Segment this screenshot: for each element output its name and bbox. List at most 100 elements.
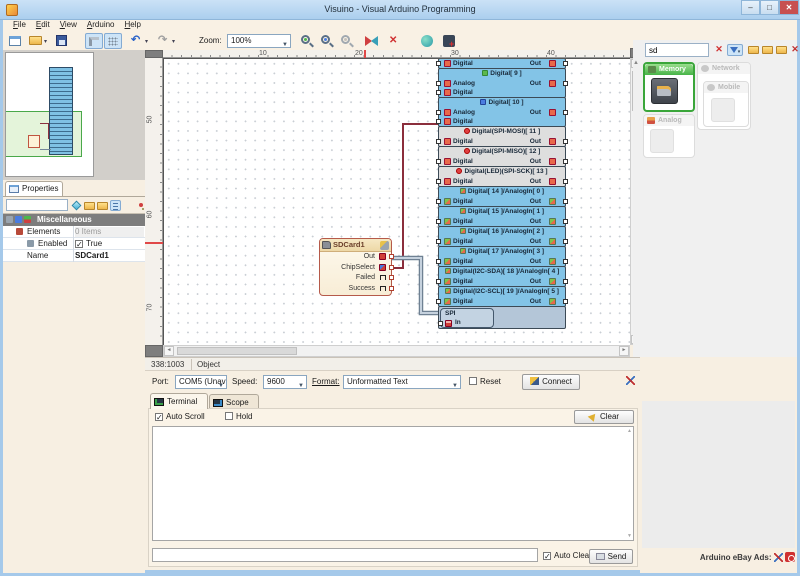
sdcard-pin-connector[interactable] [389,275,394,280]
view-list-toggle[interactable] [110,200,121,211]
close-button[interactable]: ✕ [779,0,799,15]
tab-terminal[interactable]: Terminal [150,393,208,409]
wire-chipselect-to-digital10[interactable] [392,123,438,269]
pin-connector-right[interactable] [563,81,568,86]
property-value[interactable]: SDCard1 [75,251,109,260]
ads-settings-icon[interactable] [773,553,783,562]
autoscroll-checkbox[interactable]: ✓ [155,413,163,422]
pin-connector-left[interactable] [436,61,441,66]
pin-connector-left[interactable] [436,90,441,95]
pin-connector-right[interactable] [563,219,568,224]
category-folder-icon-2[interactable] [761,44,773,56]
pin-connector-right[interactable] [563,279,568,284]
send-input[interactable] [152,548,538,562]
pin-connector-left[interactable] [436,81,441,86]
pin-connector-right[interactable] [563,179,568,184]
category-analog-header[interactable]: Analog [644,115,694,126]
open-project-button[interactable]: ▾ [27,33,51,49]
zoom-combobox[interactable]: 100%▼ [227,34,291,48]
terminal-scroll-up[interactable]: ▲ [627,428,632,434]
undo-button[interactable]: ↶▾ [129,33,153,49]
canvas-horizontal-scrollbar[interactable]: ◄ ► [163,345,630,357]
palette-scroll-up-arrow[interactable]: ▲ [633,60,639,66]
pin-connector-left[interactable] [436,139,441,144]
pin-connector-right[interactable] [563,61,568,66]
clear-search-icon[interactable]: ✕ [715,44,723,54]
pin-connector-left[interactable] [436,279,441,284]
undo-dropdown-arrow[interactable]: ▾ [145,39,149,45]
overview-thumbnail[interactable] [5,52,94,177]
hscroll-thumb[interactable] [177,347,297,355]
pin-connector-right[interactable] [563,299,568,304]
port-combobox[interactable]: COM5 (Unav▼ [175,375,227,389]
pin-connector-right[interactable] [563,239,568,244]
maximize-button[interactable]: □ [760,0,779,15]
pin-connector-right[interactable] [563,199,568,204]
property-value[interactable]: 0 Items [75,227,144,237]
send-button[interactable]: Send [589,549,633,564]
pin-connector-left[interactable] [436,219,441,224]
new-project-button[interactable] [7,33,25,49]
pin-panel-icon[interactable] [135,200,146,211]
spi-in-connector[interactable] [438,321,443,326]
minimize-button[interactable]: – [741,0,760,15]
menu-file[interactable]: File [13,20,26,29]
zoom-reset-button[interactable] [339,33,357,49]
subcategory-mobile[interactable]: Mobile [703,81,749,127]
category-network-header[interactable]: Network [698,63,750,74]
pin-connector-left[interactable] [436,239,441,244]
speed-combobox[interactable]: 9600▼ [263,375,307,389]
pin-connector-right[interactable] [563,110,568,115]
pin-connector-right[interactable] [563,139,568,144]
toggle-panel-left-button[interactable] [85,33,103,49]
sdcard-settings-wrench-icon[interactable] [380,241,389,250]
upload-button[interactable]: + [441,33,459,49]
format-combobox[interactable]: Unformatted Text▼ [343,375,461,389]
tab-properties[interactable]: Properties [5,181,63,196]
tab-scope[interactable]: Scope [209,394,259,410]
connection-settings-wrench-icon[interactable] [626,376,635,385]
menu-arduino[interactable]: Arduino [86,20,115,29]
redo-button[interactable]: ↷▾ [156,33,180,49]
category-network[interactable]: Network Mobile [697,62,751,130]
subcategory-mobile-header[interactable]: Mobile [704,82,748,93]
zoom-in-button[interactable] [299,33,317,49]
autoclear-checkbox[interactable]: ✓ [543,552,551,561]
reset-checkbox[interactable] [469,377,477,385]
scroll-right-button[interactable]: ► [619,346,629,356]
hold-checkbox[interactable] [225,412,233,420]
board-section[interactable]: Digital(I2C-SDA)[ 18 ]/AnalogIn[ 4 ]Digi… [436,266,568,287]
category-memory[interactable]: Memory [643,62,695,112]
connect-button[interactable]: Connect [522,374,580,390]
category-analog[interactable]: Analog [643,114,695,158]
component-search-input[interactable] [645,43,709,57]
ads-stop-icon[interactable] [785,552,795,562]
pin-connector-right[interactable] [563,259,568,264]
compile-button[interactable] [419,33,437,49]
pin-connector-left[interactable] [436,259,441,264]
property-row-enabled[interactable]: Enabled✓True [3,238,145,250]
save-project-button[interactable] [53,33,71,49]
pin-connector-left[interactable] [436,179,441,184]
pin-connector-right[interactable] [563,159,568,164]
sdcard-pin-connector[interactable] [389,285,394,291]
arrange-button[interactable] [363,33,381,49]
menu-edit[interactable]: Edit [35,20,50,29]
redo-dropdown-arrow[interactable]: ▾ [172,39,176,45]
delete-button[interactable]: ✕ [385,33,403,49]
pin-connector-left[interactable] [436,159,441,164]
pin-connector-left[interactable] [436,199,441,204]
